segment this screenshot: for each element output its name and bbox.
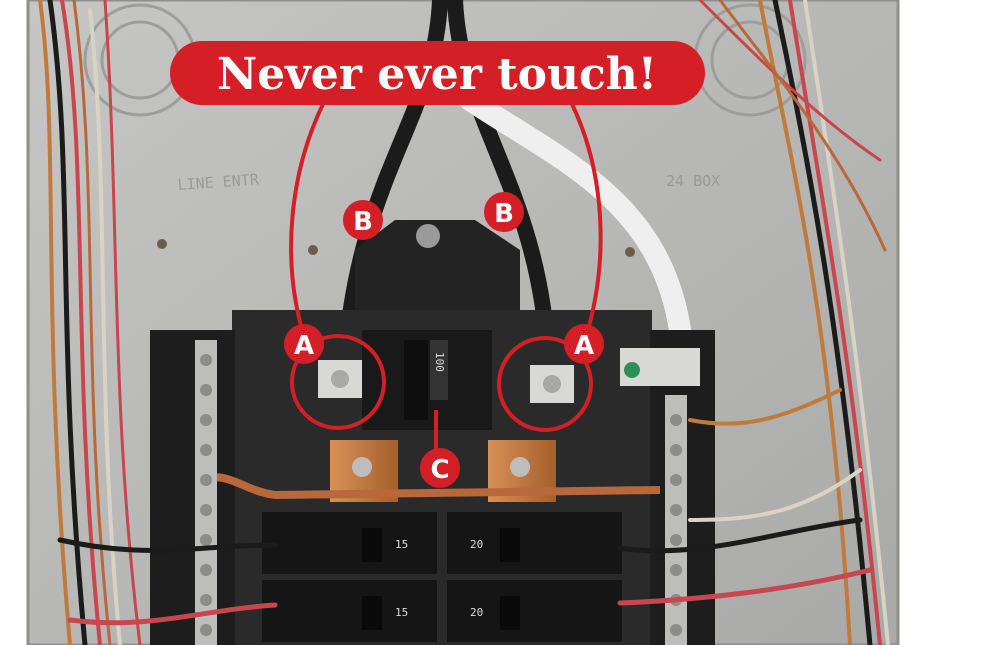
marker-b-left: B <box>353 207 373 237</box>
breaker-row2-right-rating: 20 <box>470 606 483 619</box>
panel-print-left: LINE ENTR <box>177 170 260 194</box>
marker-b-right: B <box>494 199 514 229</box>
callout-overlay: Never ever touch! A A B B C <box>170 41 705 488</box>
panel-print-right: 24 BOX <box>666 172 720 190</box>
marker-a-left: A <box>294 331 314 361</box>
callout-line-left <box>289 99 327 341</box>
main-breaker: 100 <box>362 330 492 430</box>
callout-title: Never ever touch! <box>217 49 657 100</box>
breaker-row2-left-rating: 15 <box>395 606 408 619</box>
ring-a-left <box>290 334 386 430</box>
marker-a-right: A <box>574 331 594 361</box>
panel-edge <box>26 0 900 645</box>
marker-circle-icon <box>284 324 324 364</box>
mounting-holes <box>157 239 635 257</box>
marker-circle-icon <box>420 448 460 488</box>
callout-bubble-icon <box>170 41 705 105</box>
main-breaker-rating: 100 <box>433 352 446 372</box>
marker-circle-icon <box>343 200 383 240</box>
marker-c: C <box>430 455 449 485</box>
marker-circle-icon <box>564 324 604 364</box>
breaker-row1-right-rating: 20 <box>470 538 483 551</box>
ring-a-right <box>497 336 593 432</box>
branch-wires <box>57 388 873 626</box>
left-wire-bundle <box>38 0 142 645</box>
breaker-row1-left-rating: 15 <box>395 538 408 551</box>
right-wire-bundle <box>698 0 890 645</box>
terminal-lugs <box>318 348 700 403</box>
copper-bus-bars <box>198 440 661 502</box>
callout-line-right <box>568 99 603 341</box>
neutral-screws <box>200 354 682 636</box>
marker-circle-icon <box>484 192 524 232</box>
branch-breakers: 15 20 15 20 <box>262 512 622 642</box>
